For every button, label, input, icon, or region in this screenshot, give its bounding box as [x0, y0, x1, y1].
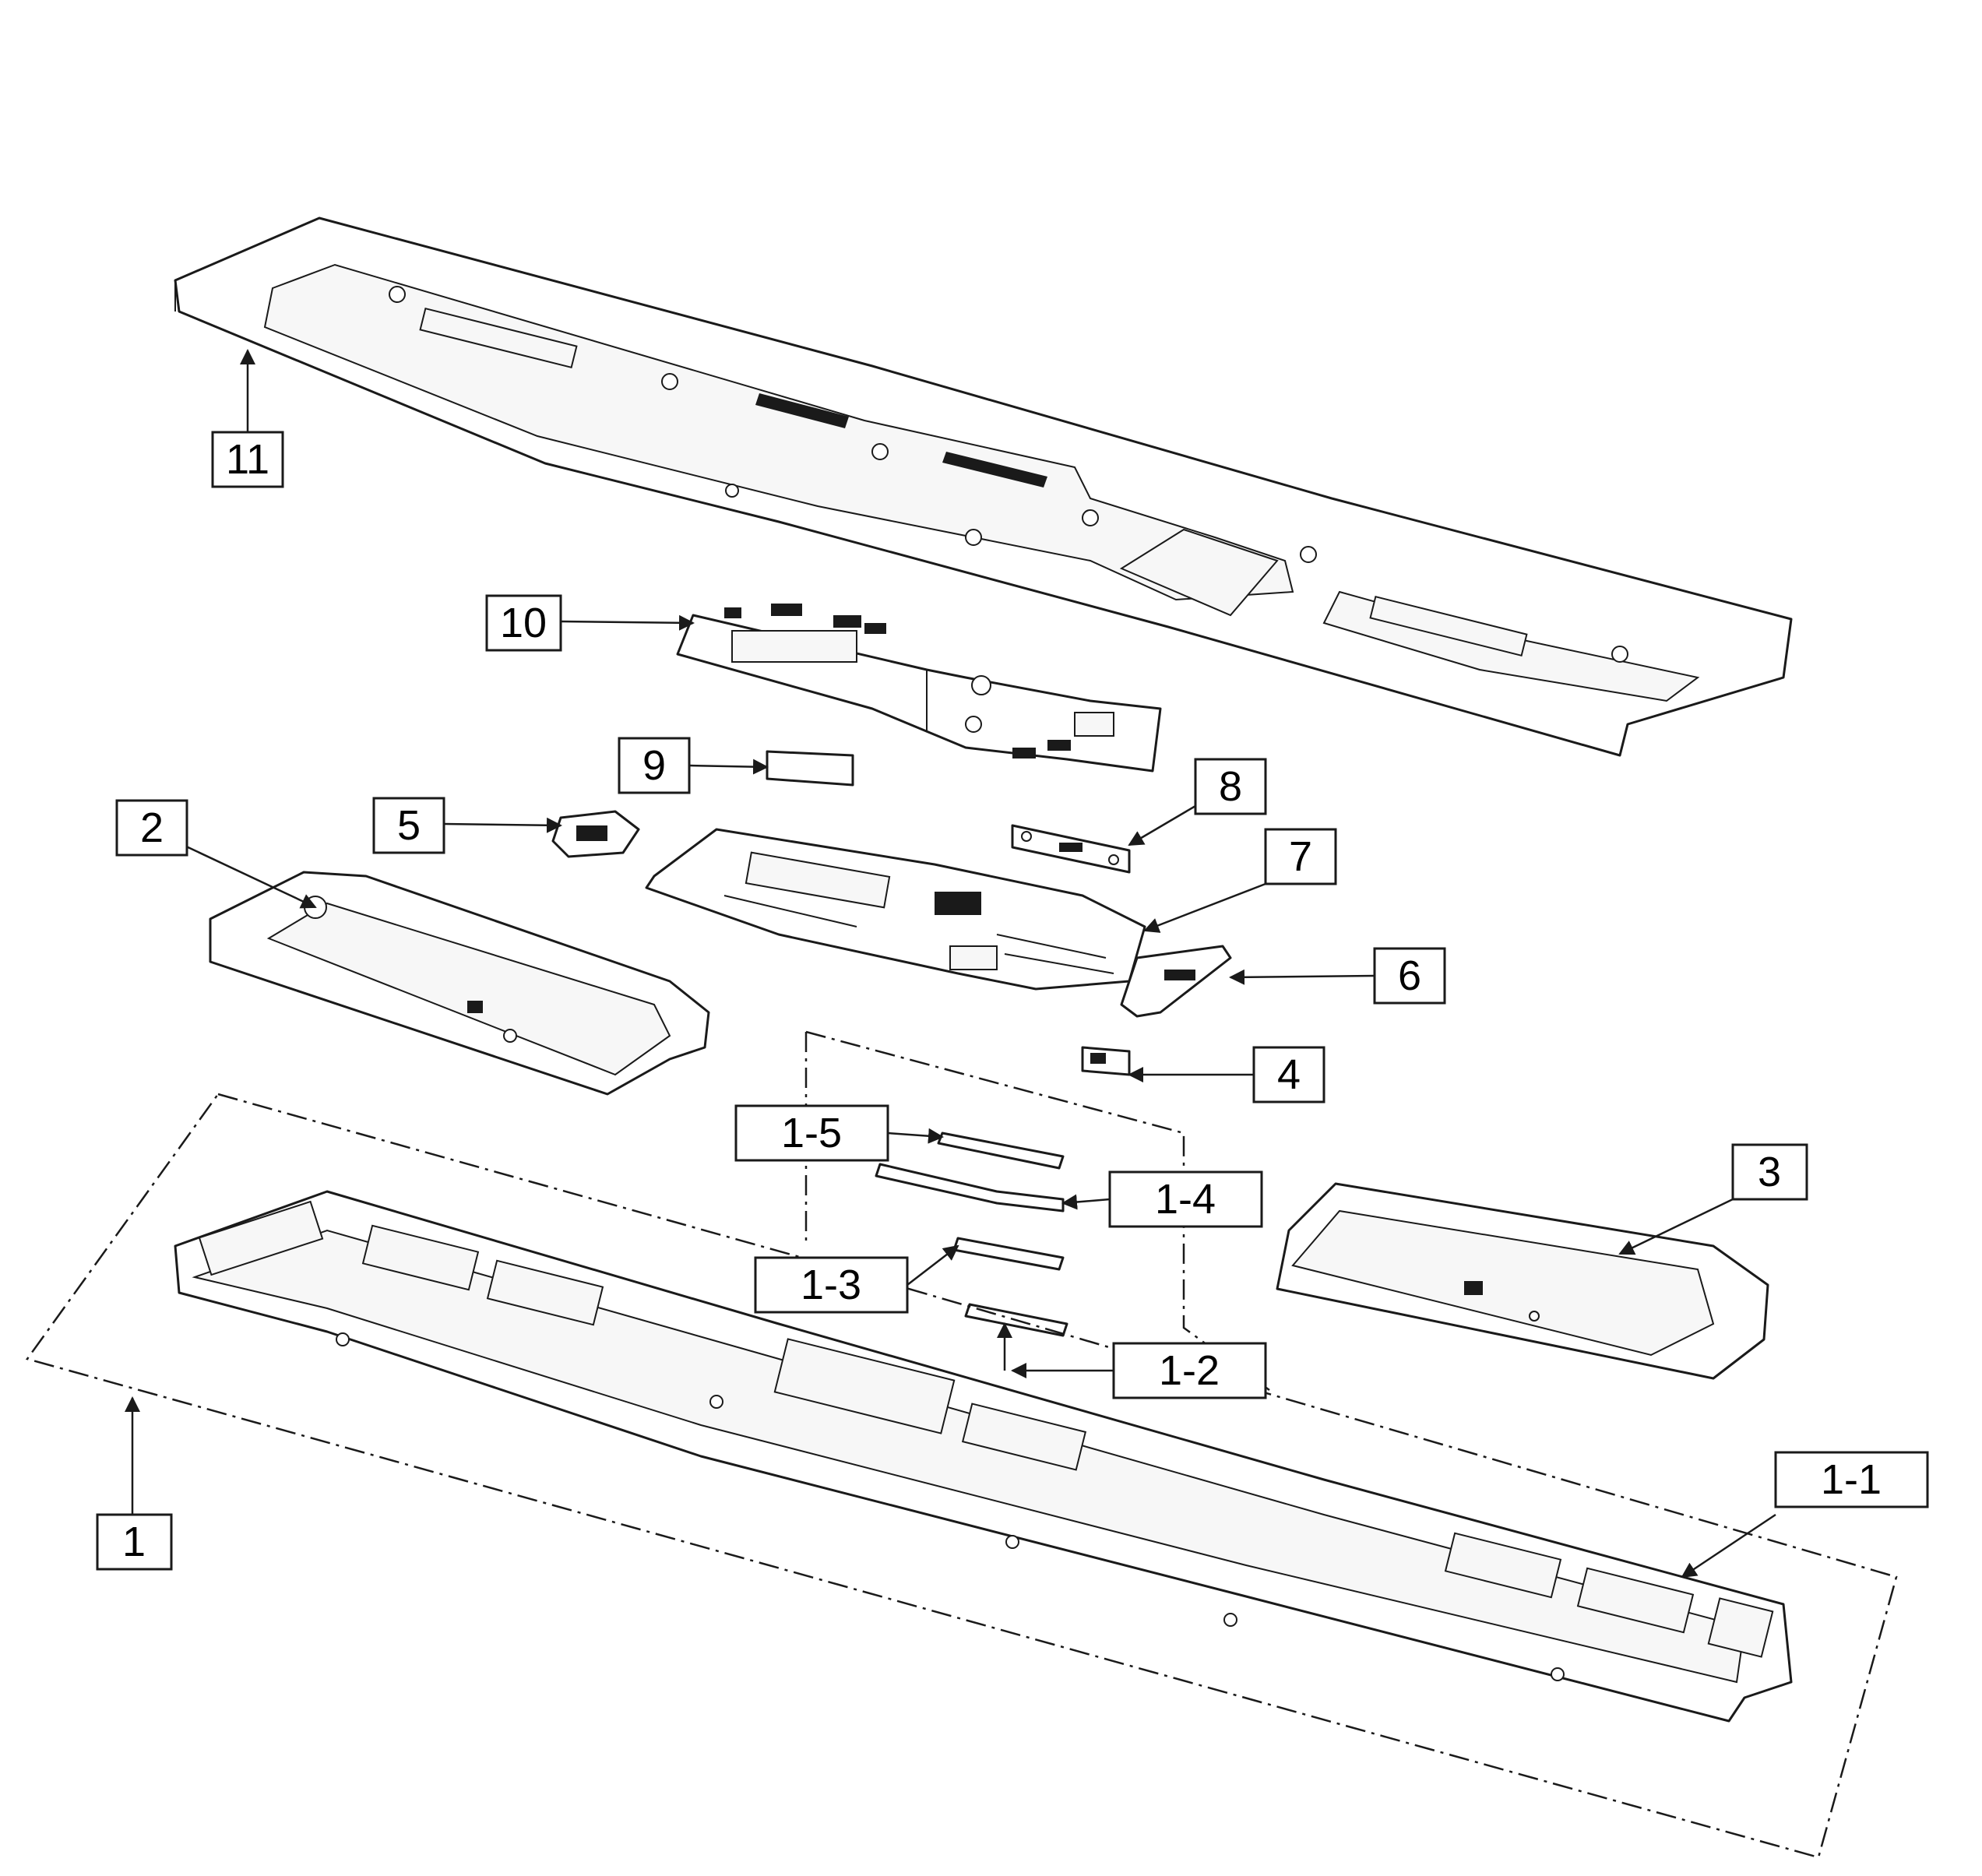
callout-5: 5: [372, 797, 445, 854]
part-2-left-end-cap: [209, 871, 710, 1096]
svg-text:8: 8: [1219, 763, 1242, 810]
part-1-5-board: [937, 1132, 1065, 1170]
group-outline-part-1-sub: [804, 1030, 1270, 1392]
part-1-4-flex-cable: [875, 1163, 1065, 1213]
callout-4: 4: [1252, 1046, 1325, 1103]
svg-text:1-1: 1-1: [1821, 1456, 1882, 1503]
callout-1-4: 1-4: [1108, 1170, 1263, 1228]
svg-text:10: 10: [500, 600, 547, 646]
group-outline-part-1: [25, 1093, 1898, 1859]
callout-2: 2: [115, 799, 188, 857]
callout-1-2: 1-2: [1112, 1342, 1267, 1399]
svg-text:1-3: 1-3: [801, 1262, 861, 1308]
part-6-side-bracket: [1120, 945, 1232, 1018]
part-9-small-board: [766, 750, 854, 787]
leader-lines: [125, 349, 1776, 1579]
svg-text:5: 5: [397, 802, 421, 849]
part-8-bracket: [1011, 824, 1131, 874]
svg-text:6: 6: [1398, 952, 1421, 999]
callout-3: 3: [1731, 1143, 1808, 1201]
svg-text:3: 3: [1758, 1149, 1781, 1195]
part-7-shield-plate: [645, 828, 1146, 991]
part-4-small-bracket: [1081, 1046, 1131, 1076]
svg-text:4: 4: [1277, 1051, 1301, 1098]
svg-text:1: 1: [122, 1519, 146, 1565]
svg-text:1-2: 1-2: [1159, 1347, 1220, 1394]
svg-text:1-5: 1-5: [781, 1110, 842, 1156]
part-3-right-end-cap: [1276, 1182, 1769, 1380]
part-10-main-pcb: [676, 604, 1162, 773]
callout-11: 11: [211, 431, 284, 488]
callout-9: 9: [618, 737, 691, 794]
callout-1-1: 1-1: [1774, 1451, 1929, 1508]
callout-1: 1: [96, 1513, 173, 1571]
svg-text:9: 9: [642, 742, 666, 789]
part-11-top-cover: [174, 216, 1793, 757]
callout-1-5: 1-5: [734, 1104, 889, 1162]
svg-text:2: 2: [140, 804, 164, 851]
callout-6: 6: [1373, 947, 1446, 1005]
part-1-3-board: [952, 1237, 1065, 1271]
svg-text:11: 11: [226, 436, 269, 483]
part-5-module: [551, 810, 640, 858]
callout-1-3: 1-3: [754, 1256, 909, 1314]
callout-7: 7: [1264, 828, 1337, 885]
callout-10: 10: [485, 594, 562, 652]
part-1-1-front-frame: [174, 1190, 1793, 1723]
svg-text:1-4: 1-4: [1155, 1176, 1216, 1223]
callout-8: 8: [1194, 758, 1267, 815]
svg-text:7: 7: [1289, 833, 1312, 880]
